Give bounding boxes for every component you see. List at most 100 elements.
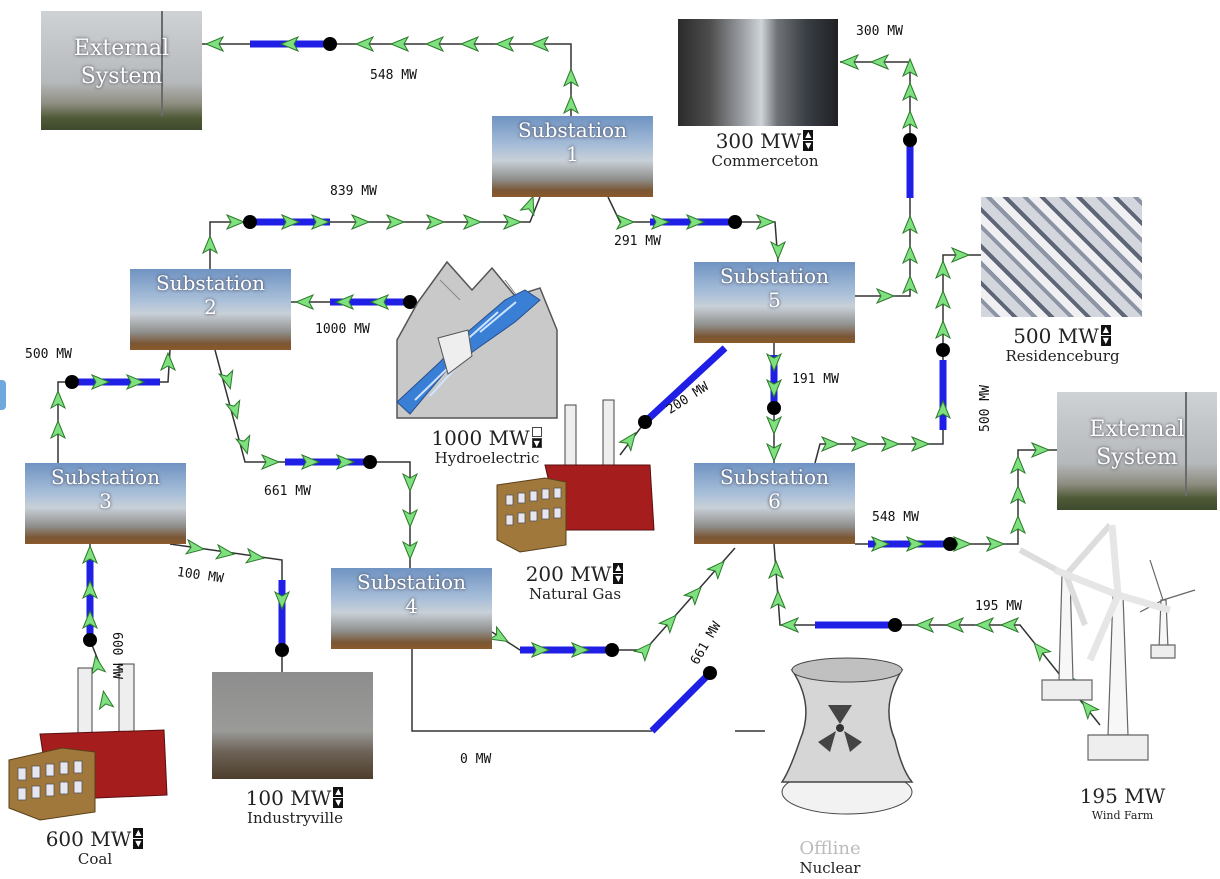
breaker-icon[interactable] xyxy=(703,666,717,680)
decrease-arrow-icon[interactable]: ▼ xyxy=(531,438,542,448)
line-s1-commerceton xyxy=(840,61,911,297)
decrease-arrow-icon[interactable]: ▼ xyxy=(613,574,624,584)
wind-farm-icon[interactable] xyxy=(1018,523,1196,761)
line-s3-s2 xyxy=(57,349,171,463)
flow-label: 291 MW xyxy=(614,234,661,249)
breaker-icon[interactable] xyxy=(275,643,289,657)
flow-label: 195 MW xyxy=(975,599,1022,614)
decrease-arrow-icon[interactable]: ▼ xyxy=(333,798,344,808)
external-label-line1: External xyxy=(1089,417,1185,442)
increase-arrow-icon[interactable]: ▲ xyxy=(133,828,144,838)
coal-value: 600 MW xyxy=(45,827,132,851)
substation-4[interactable]: Substation 4 xyxy=(331,568,492,649)
side-handle[interactable] xyxy=(0,380,6,410)
flow-label: 839 MW xyxy=(330,184,377,199)
substation-number: 1 xyxy=(566,142,579,166)
external-system-right[interactable]: External System xyxy=(1057,392,1217,510)
substation-1[interactable]: Substation 1 xyxy=(492,116,653,197)
breaker-icon[interactable] xyxy=(65,375,79,389)
increase-arrow-icon[interactable]: ▲ xyxy=(1100,325,1111,335)
generator-stepper[interactable]: ▼ xyxy=(531,427,543,449)
increase-arrow-icon[interactable]: ▲ xyxy=(613,563,624,573)
flow-arrow-icon xyxy=(96,689,114,710)
flow-label: 1000 MW xyxy=(315,322,370,337)
commerceton-photo[interactable] xyxy=(678,19,838,126)
substation-5[interactable]: Substation 5 xyxy=(694,262,855,343)
natural-gas-plant-icon[interactable] xyxy=(496,399,655,553)
substation-2[interactable]: Substation 2 xyxy=(130,269,291,350)
flow-arrow-icon xyxy=(245,548,266,566)
breaker-icon[interactable] xyxy=(323,37,337,51)
load-stepper[interactable]: ▲▼ xyxy=(1100,325,1112,347)
substation-title: Substation xyxy=(518,118,627,142)
breaker-icon[interactable] xyxy=(888,618,902,632)
flow-label: 191 MW xyxy=(792,372,839,387)
load-stepper[interactable]: ▲▼ xyxy=(333,787,344,809)
nuclear-name: Nuclear xyxy=(799,859,861,877)
commerceton-label: 300 MW▲▼ Commerceton xyxy=(690,130,840,170)
generator-stepper[interactable]: ▲▼ xyxy=(613,563,624,585)
generator-stepper[interactable]: ▲▼ xyxy=(133,828,144,850)
residenceburg-value: 500 MW xyxy=(1013,324,1099,348)
coal-name: Coal xyxy=(77,850,113,868)
flow-arrow-icon xyxy=(185,539,206,557)
residenceburg-photo[interactable] xyxy=(981,197,1142,317)
residenceburg-name: Residenceburg xyxy=(1005,347,1120,365)
coal-label: 600 MW▲▼ Coal xyxy=(30,828,160,868)
wind-name: Wind Farm xyxy=(1091,809,1154,822)
substation-title: Substation xyxy=(357,570,466,594)
increase-arrow-icon[interactable]: ▲ xyxy=(803,130,814,140)
increase-arrow-icon[interactable]: ▲ xyxy=(333,787,344,797)
flow-label: 600 MW xyxy=(109,632,124,679)
substation-6[interactable]: Substation 6 xyxy=(694,463,855,544)
flow-arrow-icon xyxy=(1028,638,1052,662)
hydro-value: 1000 MW xyxy=(431,426,530,450)
residenceburg-label: 500 MW▲▼ Residenceburg xyxy=(985,325,1140,365)
substation-number: 5 xyxy=(768,288,781,312)
line-s3-industryville xyxy=(169,543,283,672)
substation-3[interactable]: Substation 3 xyxy=(25,463,186,544)
external-label-line1: External xyxy=(73,36,170,61)
increase-arrow-icon[interactable] xyxy=(531,427,542,437)
external-label-line2: System xyxy=(80,64,163,89)
substation-title: Substation xyxy=(720,264,829,288)
substation-number: 4 xyxy=(405,594,418,618)
industryville-photo[interactable] xyxy=(212,672,373,779)
line-s6-external xyxy=(855,449,1057,545)
breaker-icon[interactable] xyxy=(83,633,97,647)
external-system-left[interactable]: External System xyxy=(41,11,202,130)
hydroelectric-plant-icon[interactable] xyxy=(396,260,558,419)
substation-number: 6 xyxy=(768,489,781,513)
breaker-icon[interactable] xyxy=(243,215,257,229)
substation-title: Substation xyxy=(720,465,829,489)
breaker-icon[interactable] xyxy=(638,415,652,429)
flow-arrow-icon xyxy=(160,352,176,371)
decrease-arrow-icon[interactable]: ▼ xyxy=(803,141,814,151)
breaker-icon[interactable] xyxy=(943,537,957,551)
substation-number: 3 xyxy=(99,489,112,513)
decrease-arrow-icon[interactable]: ▼ xyxy=(1100,336,1111,346)
coal-plant-icon[interactable] xyxy=(8,663,168,821)
decrease-arrow-icon[interactable]: ▼ xyxy=(133,839,144,849)
gas-name: Natural Gas xyxy=(528,585,622,603)
breaker-icon[interactable] xyxy=(403,295,417,309)
breaker-icon[interactable] xyxy=(605,643,619,657)
flow-label: 500 MW xyxy=(978,385,993,432)
nuclear-state: Offline xyxy=(799,838,861,859)
breaker-icon[interactable] xyxy=(728,215,742,229)
breaker-icon[interactable] xyxy=(936,343,950,357)
nuclear-plant-icon[interactable] xyxy=(780,657,914,815)
hydro-name: Hydroelectric xyxy=(434,449,540,467)
flow-label: 500 MW xyxy=(25,347,72,362)
pylon-icon xyxy=(161,11,163,116)
flow-arrow-icon xyxy=(770,241,786,260)
load-stepper[interactable]: ▲▼ xyxy=(803,130,814,152)
flow-label: 548 MW xyxy=(872,510,919,525)
breaker-icon[interactable] xyxy=(903,133,917,147)
line-s1-s5 xyxy=(607,196,779,263)
breaker-icon[interactable] xyxy=(363,455,377,469)
substation-title: Substation xyxy=(51,465,160,489)
breaker-icon[interactable] xyxy=(767,401,781,415)
wind-value: 195 MW xyxy=(1079,784,1166,808)
